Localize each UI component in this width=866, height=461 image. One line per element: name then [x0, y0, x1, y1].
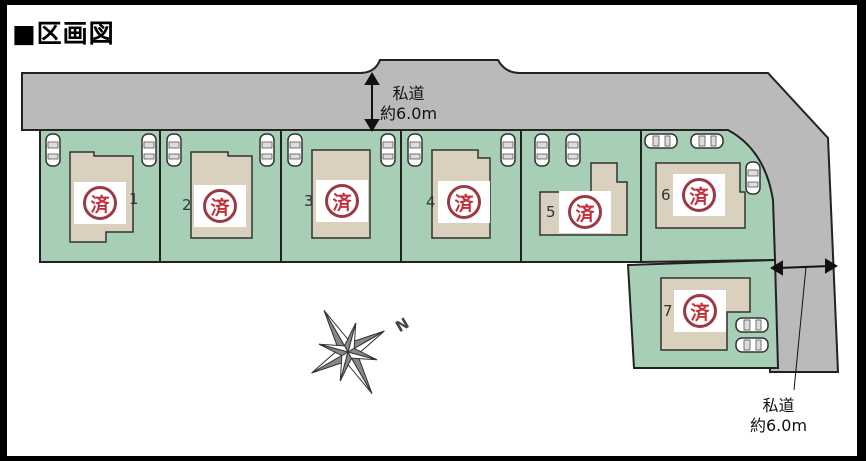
lot-number: 4	[426, 193, 436, 211]
lot-number: 1	[129, 190, 139, 208]
dimension-arrows	[364, 72, 838, 391]
road-right-name: 私道	[762, 396, 795, 415]
page-title: ■区画図	[12, 19, 115, 48]
road-right-label: 私道 約6.0m	[750, 396, 807, 436]
road-top-name: 私道	[392, 84, 425, 103]
sold-stamp: 済	[559, 191, 611, 233]
lot-number: 7	[663, 302, 673, 320]
sold-stamp: 済	[74, 182, 126, 224]
sold-stamp: 済	[194, 185, 246, 227]
road-top-label: 私道 約6.0m	[380, 84, 437, 124]
sold-stamp-text: 済	[682, 178, 716, 212]
lot-number: 5	[546, 203, 556, 221]
sold-stamp-text: 済	[203, 189, 237, 223]
road-right-width: 約6.0m	[750, 416, 808, 435]
sold-stamp-text: 済	[683, 294, 717, 328]
lot-number: 6	[661, 186, 671, 204]
sold-stamp-text: 済	[568, 195, 602, 229]
sold-stamp-text: 済	[83, 186, 117, 220]
road-top-width: 約6.0m	[380, 104, 438, 123]
lot-number: 3	[304, 192, 314, 210]
sold-stamp: 済	[674, 290, 726, 332]
sold-stamp-text: 済	[447, 185, 481, 219]
sold-stamp: 済	[438, 181, 490, 223]
compass-icon	[311, 310, 385, 394]
lot-number: 2	[182, 196, 192, 214]
sold-stamp-text: 済	[325, 184, 359, 218]
sold-stamp: 済	[673, 174, 725, 216]
sold-stamp: 済	[316, 180, 368, 222]
